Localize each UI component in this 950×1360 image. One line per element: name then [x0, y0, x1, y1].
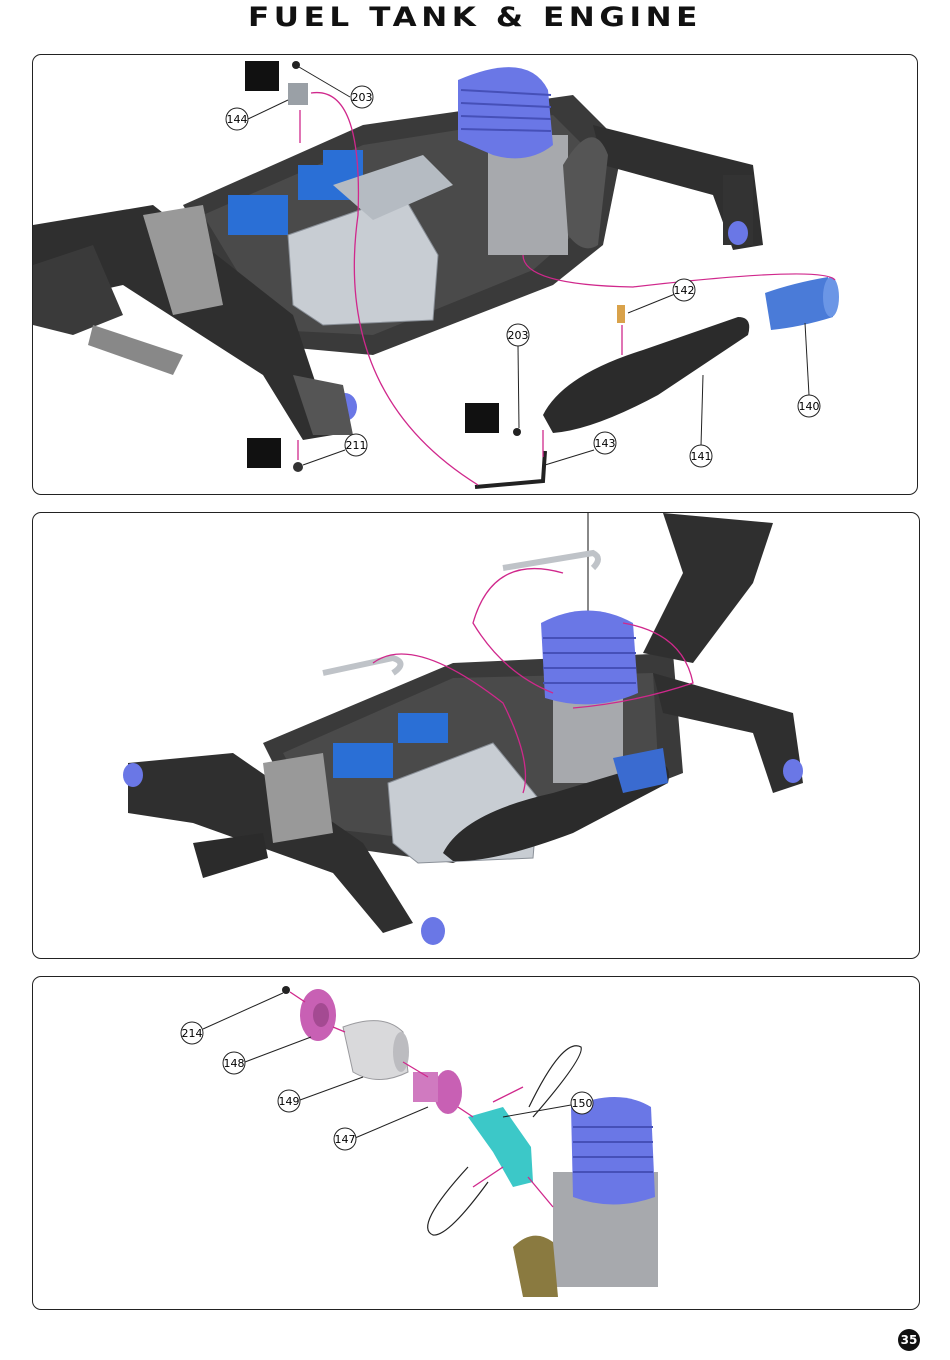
callout-149: 149	[278, 1090, 300, 1112]
callout-142: 142	[673, 279, 695, 301]
callout-143: 143	[594, 432, 616, 454]
callout-147: 147	[334, 1128, 356, 1150]
callout-211: 211	[345, 434, 367, 456]
svg-text:141: 141	[691, 450, 712, 463]
svg-text:140: 140	[799, 400, 820, 413]
assembly-illustration-clutch: 214 148 149 147 150	[33, 977, 919, 1309]
page-title: FUEL TANK & ENGINE	[0, 2, 950, 33]
callout-148: 148	[223, 1052, 245, 1074]
callout-214: 214	[181, 1022, 203, 1044]
svg-text:203: 203	[508, 329, 529, 342]
step-panel-1: 203 144 142 203 140 141 143 211	[32, 54, 918, 495]
callout-150: 150	[571, 1092, 593, 1114]
svg-text:147: 147	[335, 1133, 356, 1146]
svg-text:143: 143	[595, 437, 616, 450]
svg-text:144: 144	[227, 113, 248, 126]
svg-text:211: 211	[346, 439, 367, 452]
svg-text:150: 150	[572, 1097, 593, 1110]
callout-144: 144	[226, 108, 248, 130]
svg-text:214: 214	[182, 1027, 203, 1040]
assembly-illustration-installed	[33, 513, 919, 958]
callout-141: 141	[690, 445, 712, 467]
svg-text:203: 203	[352, 91, 373, 104]
svg-text:148: 148	[224, 1057, 245, 1070]
assembly-illustration-exhaust: 203 144 142 203 140 141 143 211	[33, 55, 917, 494]
step-panel-3: 214 148 149 147 150	[32, 976, 920, 1310]
step-panel-2	[32, 512, 920, 959]
page-number: 35	[898, 1329, 920, 1351]
callout-140: 140	[798, 395, 820, 417]
svg-text:149: 149	[279, 1095, 300, 1108]
svg-text:142: 142	[674, 284, 695, 297]
callout-203-top: 203	[351, 86, 373, 108]
callout-203-bottom: 203	[507, 324, 529, 346]
